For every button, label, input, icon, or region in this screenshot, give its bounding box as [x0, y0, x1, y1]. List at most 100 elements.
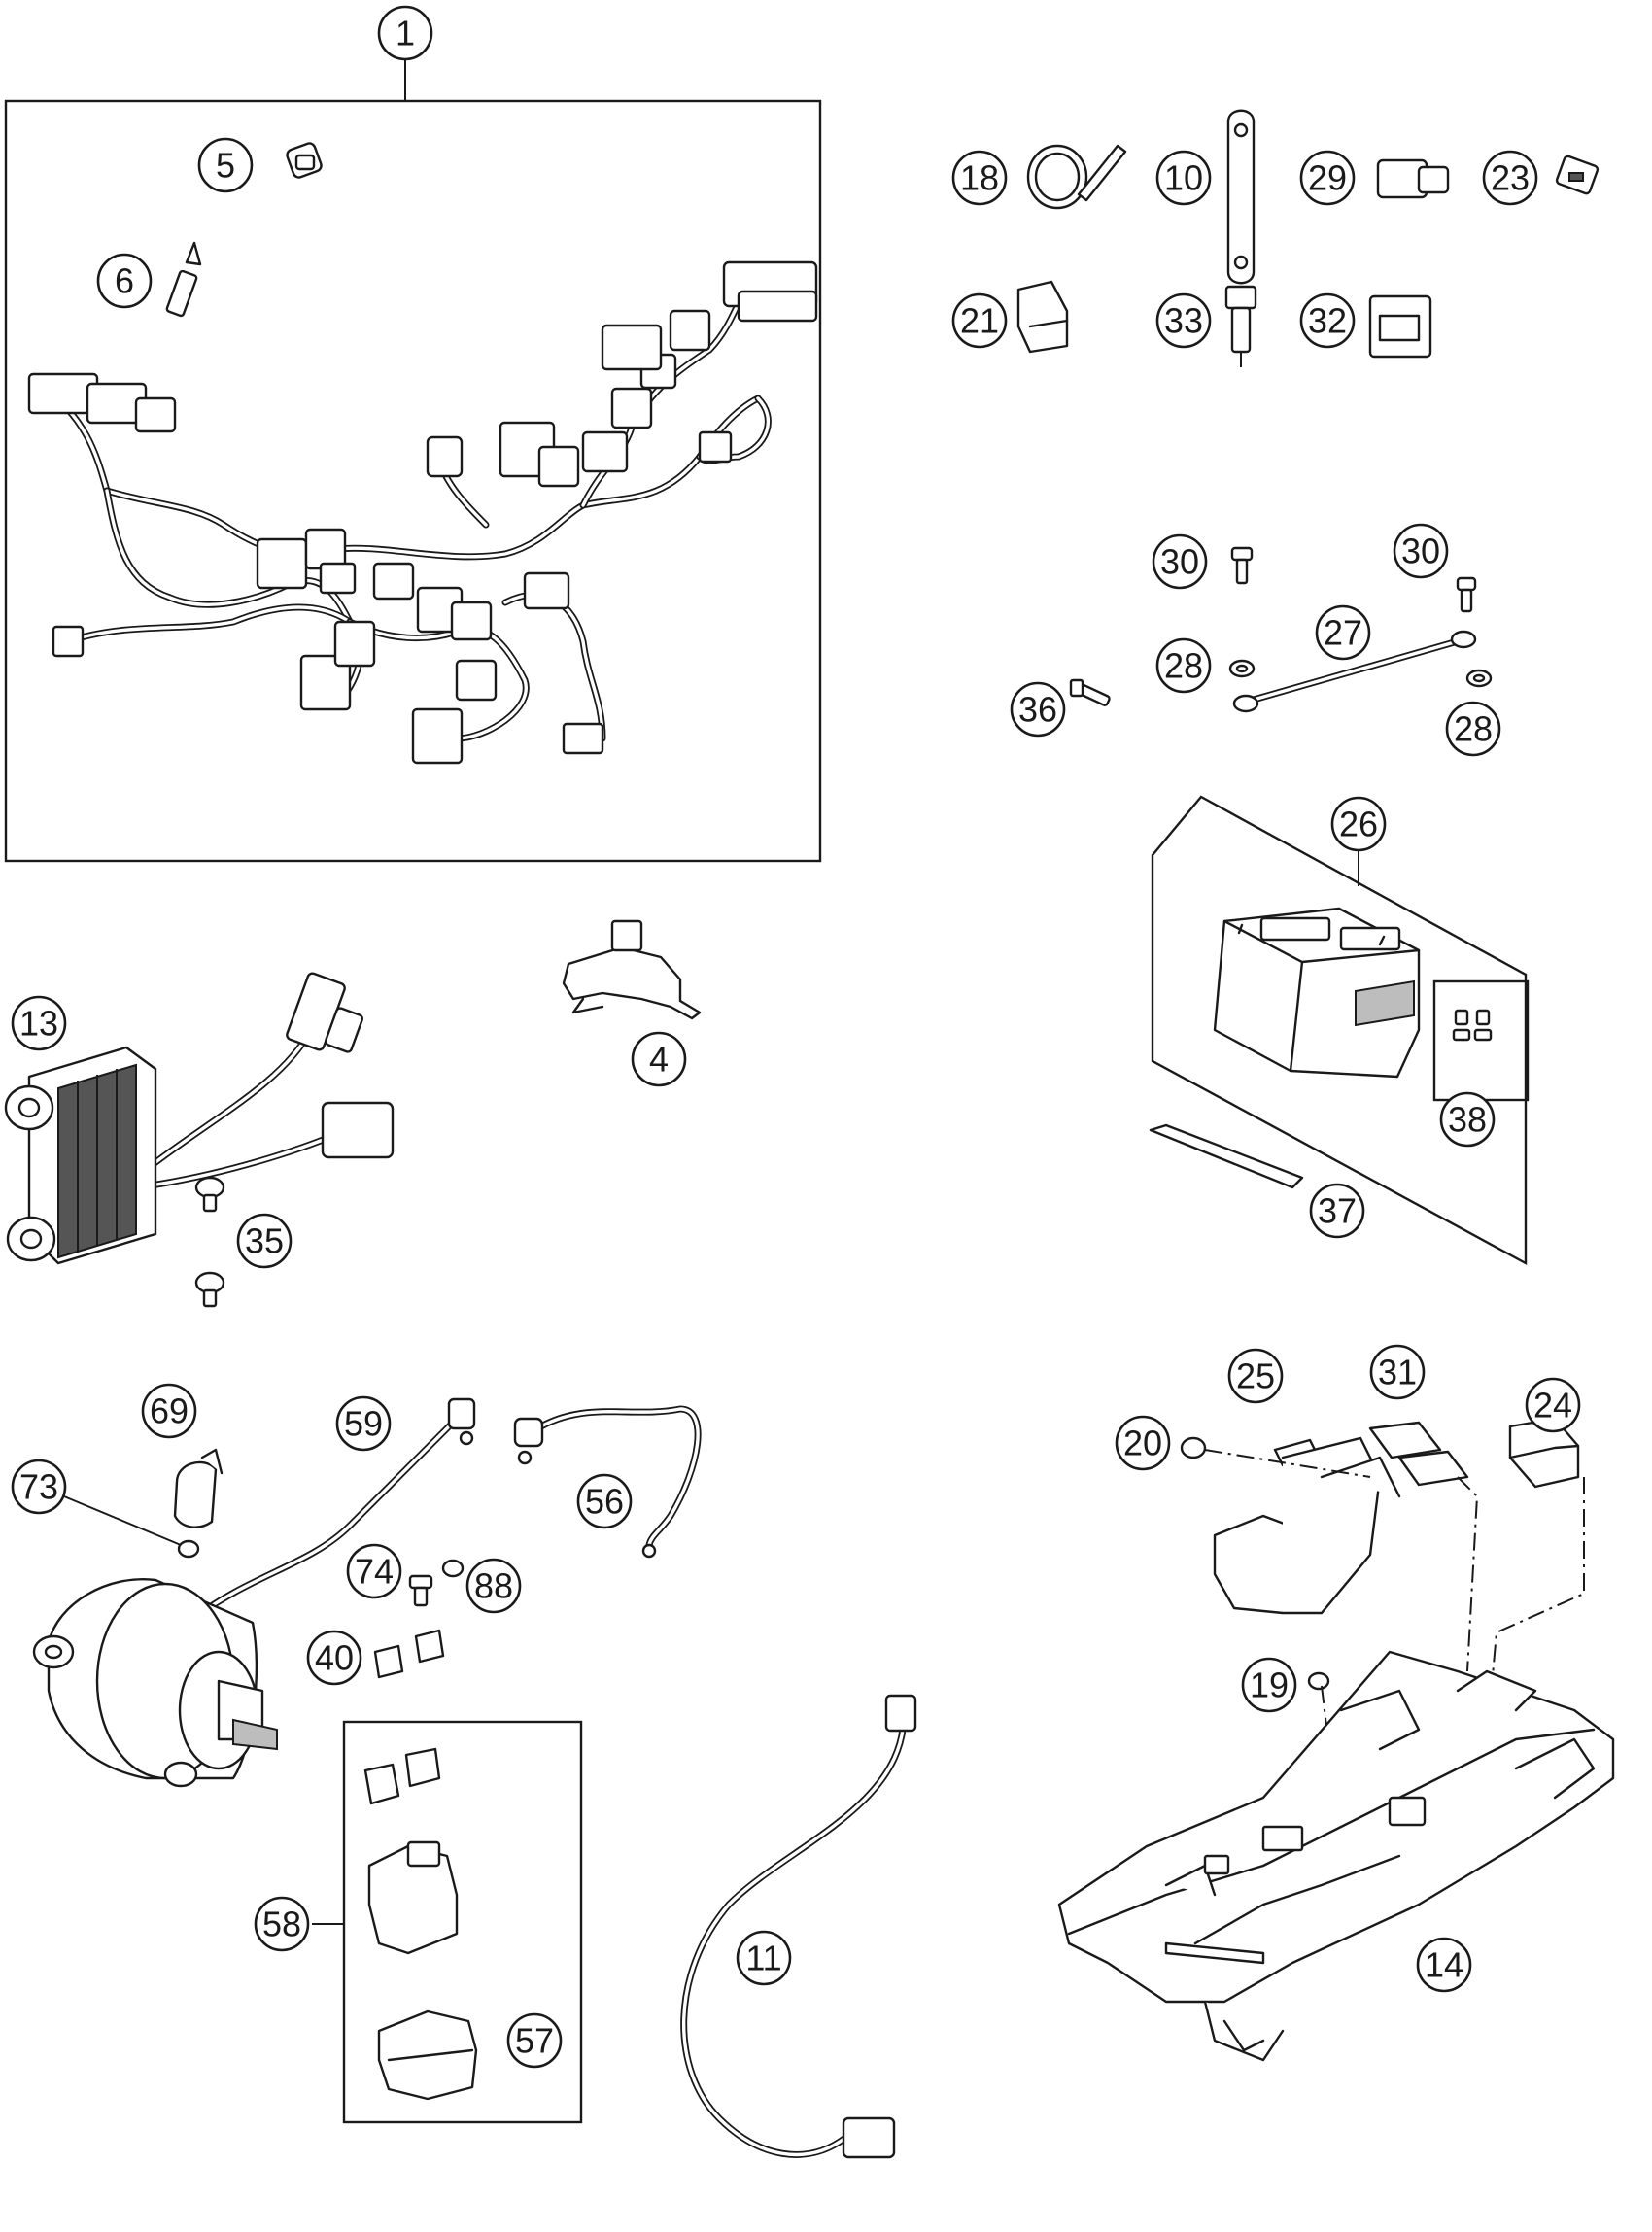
callout-6: 6: [96, 253, 153, 309]
svg-text:30: 30: [1401, 532, 1440, 571]
part-56-cable: [513, 1405, 702, 1559]
part-11-wire: [680, 1694, 917, 2159]
svg-text:4: 4: [649, 1040, 669, 1080]
svg-text:28: 28: [1164, 646, 1203, 686]
callout-27: 27: [1315, 604, 1371, 661]
callout-11: 11: [736, 1930, 792, 1986]
part-59-starter-cable: [179, 1397, 476, 1635]
callout-25: 25: [1227, 1348, 1284, 1404]
callout-28-left: 28: [1155, 637, 1212, 694]
svg-text:6: 6: [115, 261, 134, 301]
svg-text:10: 10: [1164, 158, 1203, 198]
svg-text:19: 19: [1250, 1665, 1289, 1705]
svg-text:57: 57: [515, 2021, 554, 2061]
svg-text:40: 40: [315, 1638, 354, 1678]
callout-59: 59: [335, 1395, 392, 1452]
part-10-strap: [1226, 109, 1256, 285]
callout-18: 18: [951, 150, 1008, 206]
callout-88: 88: [465, 1558, 522, 1614]
callout-26: 26: [1330, 796, 1387, 852]
leader-73: [63, 1495, 182, 1546]
starter-motor: [32, 1578, 278, 1788]
part-88-nut: [441, 1559, 465, 1578]
svg-text:1: 1: [396, 14, 415, 53]
svg-text:36: 36: [1018, 690, 1057, 730]
part-35-screws: [194, 1176, 225, 1308]
callout-58: 58: [254, 1896, 310, 1952]
svg-text:5: 5: [216, 146, 235, 186]
callout-30-left: 30: [1152, 533, 1208, 590]
svg-text:27: 27: [1324, 613, 1362, 653]
part-73-nut: [177, 1539, 200, 1559]
callout-73: 73: [11, 1459, 67, 1515]
part-30-screw-left: [1230, 546, 1254, 585]
part-74-bolt: [408, 1574, 433, 1607]
callout-40: 40: [306, 1630, 362, 1686]
part-28-washer-left: [1228, 659, 1256, 678]
part-28-washer-right: [1465, 669, 1493, 688]
callout-21: 21: [951, 292, 1008, 349]
svg-text:31: 31: [1378, 1353, 1417, 1392]
part-23-connector: [1555, 155, 1600, 195]
part-19-nut: [1307, 1671, 1330, 1691]
svg-text:88: 88: [474, 1566, 513, 1606]
svg-text:37: 37: [1318, 1191, 1357, 1231]
svg-text:59: 59: [344, 1404, 383, 1444]
callout-23: 23: [1482, 150, 1538, 206]
svg-text:29: 29: [1308, 158, 1347, 198]
callout-28-right: 28: [1445, 701, 1501, 757]
svg-text:18: 18: [960, 158, 999, 198]
callout-1: 1: [377, 5, 433, 61]
part-33-fuse-holder: [1224, 285, 1257, 367]
part-14-airbox-frame: [1057, 1650, 1615, 2062]
callout-31: 31: [1369, 1344, 1426, 1400]
callout-20: 20: [1115, 1415, 1171, 1471]
svg-text:24: 24: [1533, 1386, 1572, 1425]
battery-group-frame: [1151, 795, 1528, 1266]
part-40-fuses: [373, 1629, 445, 1679]
part-24-relay: [1508, 1417, 1580, 1489]
wiring-harness-group-frame: [4, 99, 822, 863]
callout-19: 19: [1241, 1657, 1297, 1713]
svg-text:13: 13: [19, 1004, 58, 1044]
callout-29: 29: [1299, 150, 1356, 206]
svg-text:33: 33: [1164, 301, 1203, 341]
callout-38: 38: [1439, 1091, 1496, 1148]
part-58-starter-relay-parts: [363, 1747, 459, 1955]
callout-57: 57: [506, 2012, 563, 2069]
callout-32: 32: [1299, 292, 1356, 349]
part-30-screw-right: [1456, 576, 1477, 613]
main-wiring-harness: [27, 260, 818, 765]
svg-text:28: 28: [1454, 709, 1493, 749]
part-21-cap: [1016, 280, 1069, 354]
assembly-line-20: [1204, 1449, 1371, 1478]
callout-37: 37: [1309, 1183, 1365, 1239]
svg-text:69: 69: [150, 1391, 189, 1431]
assembly-line-31: [1457, 1476, 1479, 1672]
part-32-relay: [1368, 294, 1432, 359]
part-29-switch: [1376, 158, 1450, 199]
part-37-battery-pad: [1149, 1123, 1304, 1189]
svg-text:38: 38: [1448, 1100, 1487, 1140]
callout-33: 33: [1155, 292, 1212, 349]
part-27-ground-cable: [1232, 630, 1477, 713]
part-6-terminal: [165, 241, 202, 318]
assembly-line-24: [1476, 1477, 1585, 1847]
callout-4: 4: [631, 1031, 687, 1087]
battery: [1213, 907, 1421, 1079]
callout-35: 35: [236, 1213, 293, 1269]
svg-text:26: 26: [1339, 805, 1378, 844]
callout-30-right: 30: [1393, 523, 1449, 579]
callout-69: 69: [141, 1383, 197, 1439]
part-69-cap: [173, 1448, 224, 1528]
part-31-relays: [1368, 1421, 1469, 1487]
callout-14: 14: [1416, 1937, 1472, 1993]
svg-text:32: 32: [1308, 301, 1347, 341]
svg-text:20: 20: [1123, 1424, 1162, 1463]
fuse-pair: [1452, 1009, 1493, 1042]
svg-text:73: 73: [19, 1467, 58, 1507]
callout-56: 56: [576, 1473, 633, 1529]
svg-text:14: 14: [1425, 1945, 1463, 1985]
callout-24: 24: [1525, 1377, 1581, 1433]
